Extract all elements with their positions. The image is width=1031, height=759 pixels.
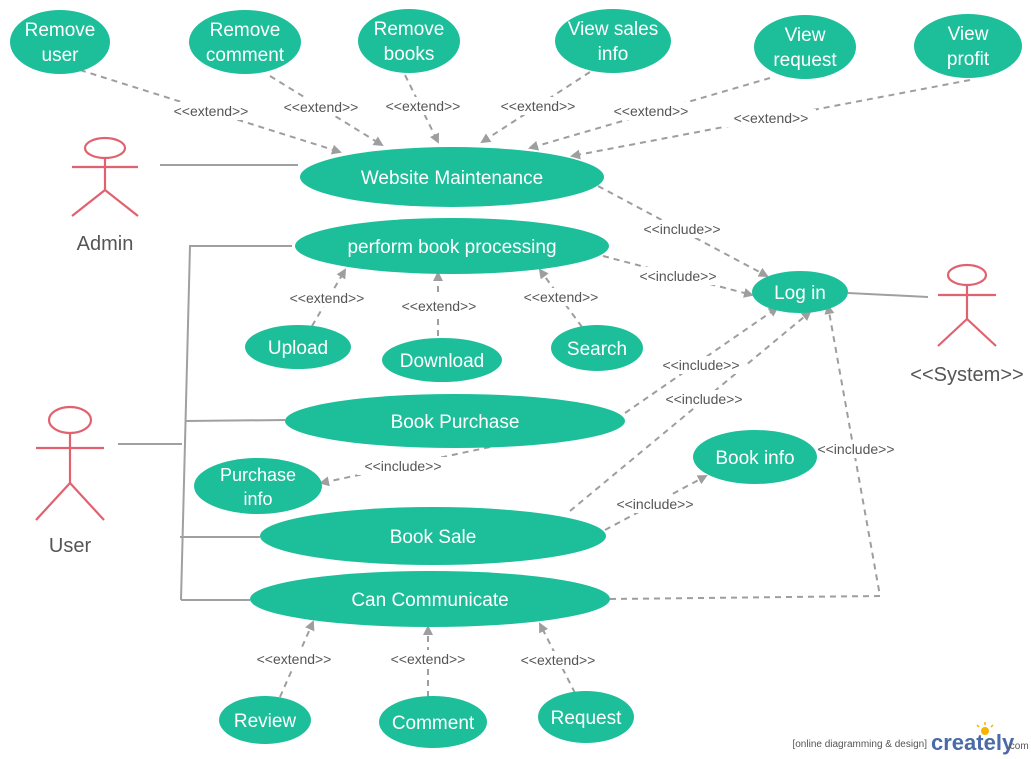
use-case-label: Log in (774, 283, 826, 304)
include-label: <<include>> (643, 221, 720, 237)
include-label: <<include>> (817, 441, 894, 457)
use-case-remove-user[interactable]: Remove user (10, 10, 110, 74)
use-case-label: info (598, 44, 629, 65)
use-case-search[interactable]: Search (551, 325, 643, 371)
include-label: <<include>> (662, 357, 739, 373)
include-arrow-communicate-login (609, 304, 882, 600)
use-case-label: Book Sale (390, 527, 477, 548)
use-case-label: Remove (210, 20, 281, 41)
extend-label: <<extend>> (734, 110, 809, 126)
extend-label: <<extend>> (402, 298, 477, 314)
use-case-book-info[interactable]: Book info (693, 430, 817, 484)
extend-label: <<extend>> (614, 103, 689, 119)
actor-label: <<System>> (910, 364, 1023, 386)
extend-label: <<extend>> (391, 651, 466, 667)
use-case-review[interactable]: Review (219, 696, 311, 744)
extend-label: <<extend>> (284, 99, 359, 115)
use-case-remove-comment[interactable]: Remove comment (189, 10, 301, 74)
use-case-label: info (243, 489, 272, 509)
use-case-label: Website Maintenance (361, 168, 543, 189)
include-label: <<include>> (665, 391, 742, 407)
extend-label: <<extend>> (257, 651, 332, 667)
use-case-remove-books[interactable]: Remove books (358, 9, 460, 73)
use-case-label: Book info (715, 448, 794, 469)
use-case-label: Purchase (220, 465, 296, 485)
extend-arrow-review (279, 620, 315, 698)
use-case-label: Book Purchase (391, 412, 520, 433)
use-case-label: perform book processing (347, 237, 556, 258)
use-case-comment[interactable]: Comment (379, 696, 487, 748)
use-case-label: user (42, 45, 80, 66)
use-case-label: Search (567, 339, 627, 360)
extend-label: <<extend>> (386, 98, 461, 114)
actor-label: User (49, 535, 92, 557)
sun-icon (976, 722, 994, 735)
use-case-label: Download (400, 351, 485, 372)
watermark-brand: creately (931, 730, 1015, 755)
use-case-upload[interactable]: Upload (245, 325, 351, 369)
actor-user[interactable]: User (35, 405, 105, 557)
extend-label: <<extend>> (501, 98, 576, 114)
watermark-domain: .com (1007, 741, 1029, 752)
use-case-label: View (948, 24, 989, 45)
association-lines (118, 164, 929, 601)
use-case-website-maintenance[interactable]: Website Maintenance (300, 147, 604, 207)
use-case-label: View (785, 25, 826, 46)
stereotype-labels: <<extend>> <<extend>> <<extend>> <<exten… (166, 97, 902, 669)
stick-figure-icon (35, 405, 105, 521)
use-case-label: request (773, 50, 837, 71)
use-case-label: Remove (25, 20, 96, 41)
use-case-label: Review (234, 711, 297, 732)
use-case-label: Can Communicate (351, 590, 508, 611)
use-case-book-sale[interactable]: Book Sale (260, 507, 606, 565)
watermark-tagline: [online diagramming & design] (792, 739, 927, 750)
user-bus-line (180, 245, 292, 601)
use-case-label: Request (551, 708, 622, 729)
include-label: <<include>> (616, 496, 693, 512)
use-case-request[interactable]: Request (538, 691, 634, 743)
stick-figure-icon (71, 136, 139, 217)
use-case-view-profit[interactable]: View profit (914, 14, 1022, 78)
use-case-log-in[interactable]: Log in (752, 271, 848, 313)
user-to-book-purchase-line (185, 419, 286, 422)
use-case-view-request[interactable]: View request (754, 15, 856, 79)
actor-label: Admin (77, 233, 134, 255)
use-case-label: Comment (392, 713, 475, 734)
include-arrow-sale-login (569, 310, 812, 512)
use-case-label: Upload (268, 338, 328, 359)
include-label: <<include>> (639, 268, 716, 284)
use-case-label: books (384, 44, 435, 65)
actor-system[interactable]: <<System>> (910, 263, 1024, 386)
use-case-perform-book-processing[interactable]: perform book processing (295, 218, 609, 274)
stick-figure-icon (937, 263, 997, 347)
use-case-label: profit (947, 49, 990, 70)
creately-watermark: [online diagramming & design] creately .… (792, 722, 1029, 755)
use-case-view-sales-info[interactable]: View sales info (555, 9, 671, 73)
include-arrow-purchase-info (319, 446, 491, 487)
include-label: <<include>> (364, 458, 441, 474)
use-case-can-communicate[interactable]: Can Communicate (250, 571, 610, 627)
extend-label: <<extend>> (290, 290, 365, 306)
extend-label: <<extend>> (524, 289, 599, 305)
use-case-label: Remove (374, 19, 445, 40)
extend-label: <<extend>> (521, 652, 596, 668)
system-association-line (847, 292, 929, 298)
actor-admin[interactable]: Admin (71, 136, 139, 255)
use-case-label: comment (206, 45, 285, 66)
use-cases: Remove user Remove comment Remove books … (10, 9, 1022, 748)
use-case-purchase-info[interactable]: Purchase info (194, 458, 322, 514)
use-case-download[interactable]: Download (382, 338, 502, 382)
extend-label: <<extend>> (174, 103, 249, 119)
use-case-book-purchase[interactable]: Book Purchase (285, 394, 625, 448)
use-case-label: View sales (568, 19, 658, 40)
include-arrow-maintenance-login (597, 185, 769, 277)
